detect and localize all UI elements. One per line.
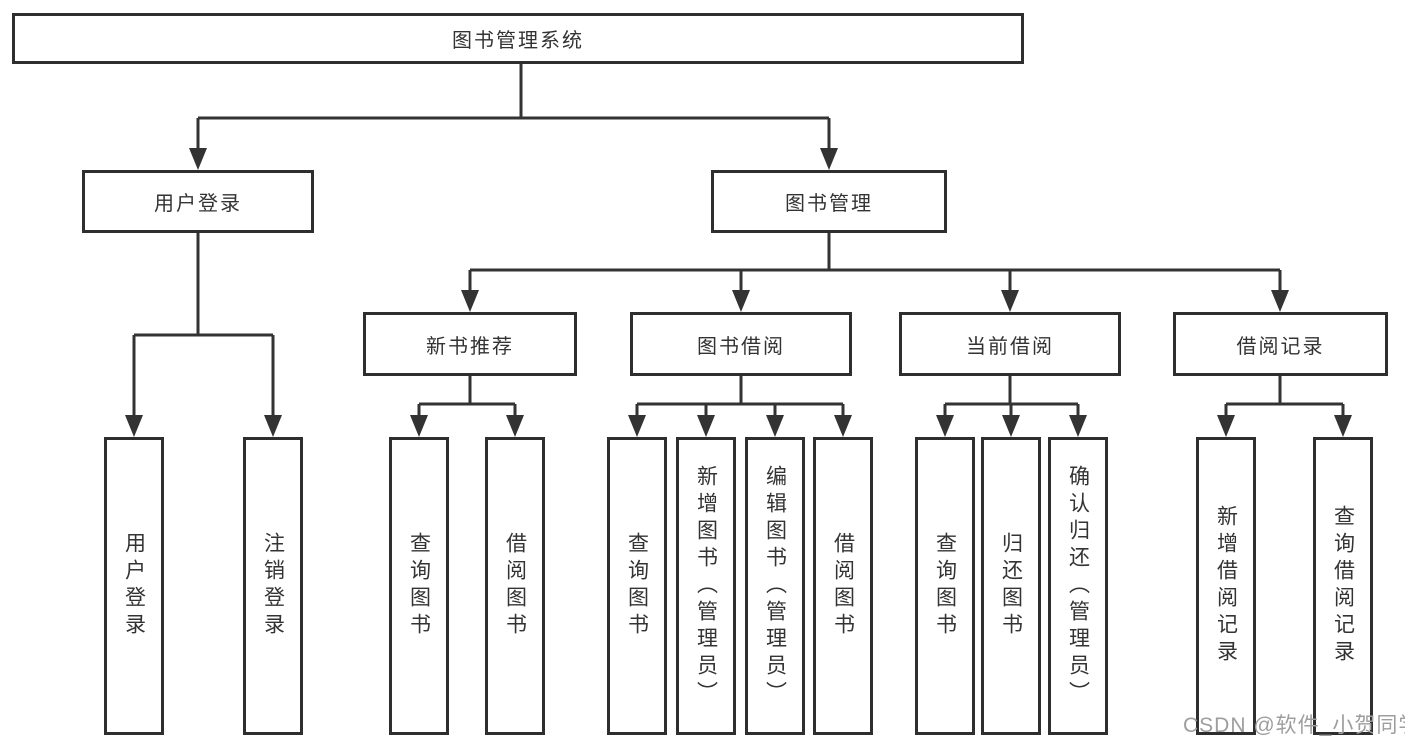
arrowhead-icons bbox=[125, 148, 1352, 437]
node-user-login: 用户登录 bbox=[82, 170, 314, 233]
node-book-management: 图书管理 bbox=[711, 170, 947, 233]
leaf-query-borrow-record: 查询借阅记录 bbox=[1313, 437, 1373, 735]
leaf-confirm-return-admin: 确认归还（管理员） bbox=[1048, 437, 1108, 735]
leaf-logout: 注销登录 bbox=[243, 437, 303, 735]
leaf-borrow-books: 借阅图书 bbox=[813, 437, 873, 735]
node-current-borrow: 当前借阅 bbox=[899, 312, 1121, 376]
leaf-query-books-recommend: 查询图书 bbox=[389, 437, 449, 735]
leaf-add-book-admin: 新增图书（管理员） bbox=[676, 437, 736, 735]
leaf-borrow-books-recommend: 借阅图书 bbox=[485, 437, 545, 735]
node-root: 图书管理系统 bbox=[12, 13, 1024, 64]
leaf-query-books-current: 查询图书 bbox=[915, 437, 975, 735]
leaf-edit-book-admin: 编辑图书（管理员） bbox=[745, 437, 805, 735]
leaf-user-login: 用户登录 bbox=[104, 437, 164, 735]
node-new-book-recommend: 新书推荐 bbox=[363, 312, 577, 376]
node-borrow-records: 借阅记录 bbox=[1173, 312, 1388, 376]
node-book-borrow: 图书借阅 bbox=[630, 312, 852, 376]
leaf-add-borrow-record: 新增借阅记录 bbox=[1196, 437, 1256, 735]
leaf-return-books: 归还图书 bbox=[981, 437, 1041, 735]
leaf-query-books-borrow: 查询图书 bbox=[607, 437, 667, 735]
watermark: CSDN @软件_小贺同学 bbox=[1183, 714, 1405, 737]
